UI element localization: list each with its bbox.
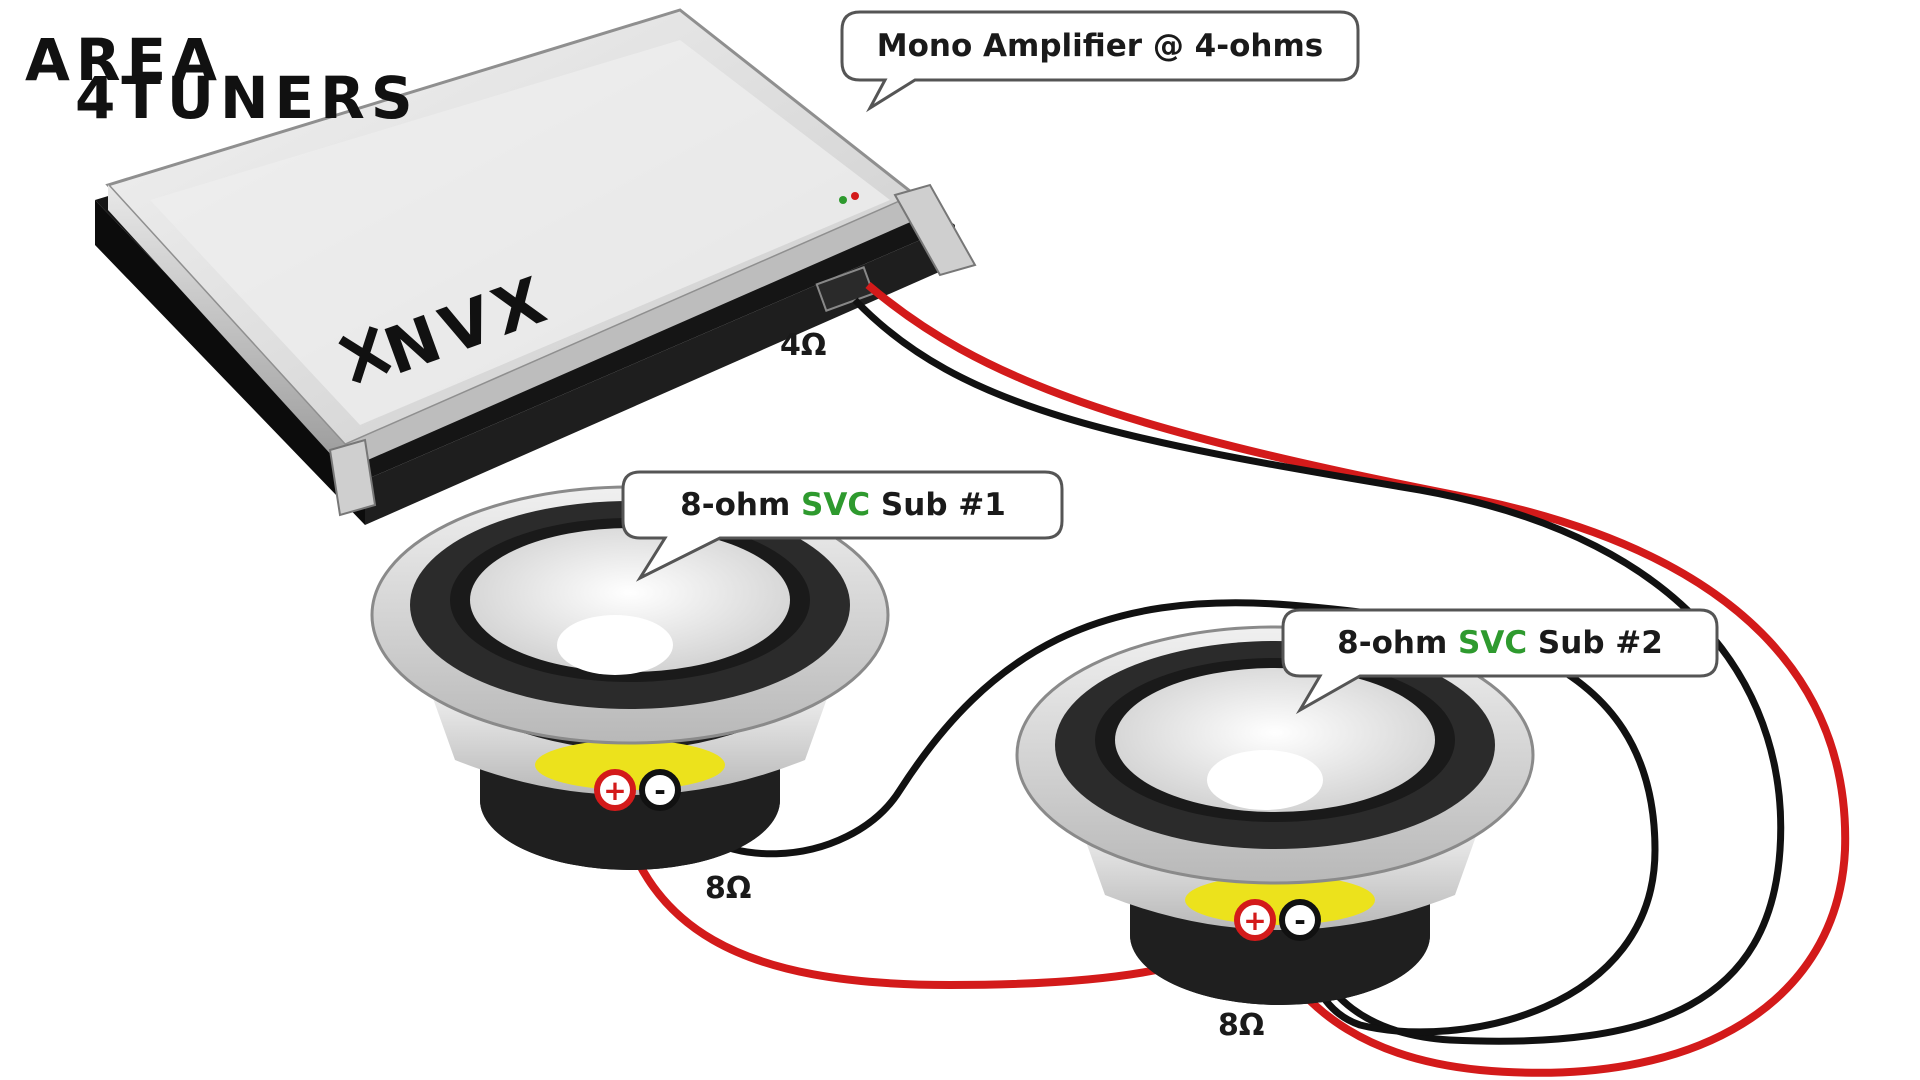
svg-text:-: - xyxy=(1294,904,1306,937)
amplifier-endcap-right xyxy=(893,183,977,277)
amplifier-terminal-block xyxy=(815,266,875,312)
svg-text:+: + xyxy=(603,774,626,807)
amplifier-load-label: 4Ω xyxy=(780,328,826,363)
callout-amplifier-text: Mono Amplifier @ 4-ohms xyxy=(877,28,1323,64)
subwoofer-2: + - xyxy=(1015,625,1535,1005)
svc-highlight: SVC xyxy=(801,487,870,523)
sub2-terminal-positive: + xyxy=(1234,899,1276,941)
callout-sub2: 8-ohm SVC Sub #2 xyxy=(1281,608,1719,715)
area4tuners-logo: AREA 4TUNERS xyxy=(25,26,419,132)
logo-line1: AREA xyxy=(25,26,223,94)
svg-text:-: - xyxy=(654,774,666,807)
sub2-load-label: 8Ω xyxy=(1218,1008,1264,1043)
led-green-icon xyxy=(839,196,847,204)
callout-sub1-text: 8-ohm SVC Sub #1 xyxy=(680,487,1006,523)
sub1-load-label: 8Ω xyxy=(705,871,751,906)
amplifier-endcap-left xyxy=(328,438,377,517)
sub2-dust-cap xyxy=(1207,750,1323,810)
wire-amp-negative xyxy=(852,297,1785,1045)
sub2-terminal-negative: - xyxy=(1279,899,1321,941)
svg-text:+: + xyxy=(1243,904,1266,937)
sub1-terminal-positive: + xyxy=(594,769,636,811)
callout-sub1: 8-ohm SVC Sub #1 xyxy=(621,470,1064,582)
svc-highlight: SVC xyxy=(1458,625,1527,661)
brand-mark-icon xyxy=(338,326,392,384)
sub1-dust-cap xyxy=(557,615,673,675)
amplifier: NVX xyxy=(95,8,977,525)
subwoofer-1: + - xyxy=(370,485,890,870)
led-red-icon xyxy=(851,192,859,200)
sub1-terminal-negative: - xyxy=(639,769,681,811)
callout-sub2-text: 8-ohm SVC Sub #2 xyxy=(1337,625,1663,661)
sub1-cone xyxy=(470,528,790,672)
sub2-cone xyxy=(1115,668,1435,812)
callout-amplifier: Mono Amplifier @ 4-ohms xyxy=(840,10,1360,113)
logo-line2: 4TUNERS xyxy=(75,64,419,132)
wire-amp-positive xyxy=(865,281,1850,1077)
